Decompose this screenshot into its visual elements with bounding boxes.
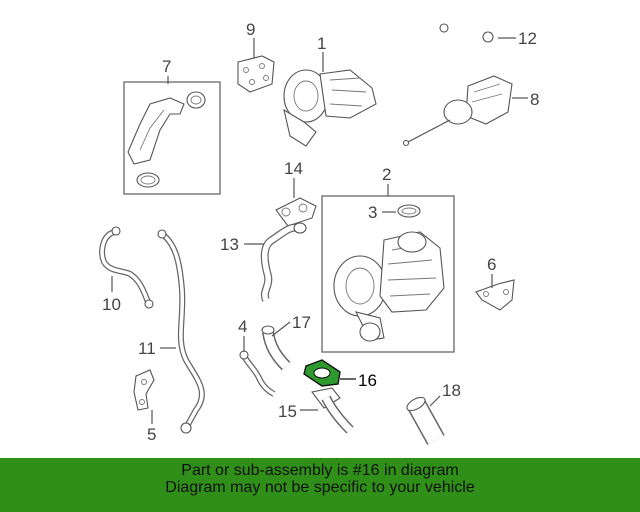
part-12-hose[interactable] [430, 23, 494, 58]
callout-18: 18 [442, 381, 461, 400]
part-15-pipe[interactable] [311, 387, 354, 434]
part-8-actuator[interactable] [402, 75, 513, 147]
callout-13: 13 [220, 235, 239, 254]
info-banner: Part or sub-assembly is #16 in diagram D… [0, 458, 640, 512]
callout-17: 17 [292, 313, 311, 332]
part-5-bracket[interactable] [133, 369, 155, 411]
callout-15: 15 [278, 402, 297, 421]
part-4-pipe[interactable] [239, 350, 276, 397]
callout-3: 3 [368, 203, 377, 222]
callout-12: 12 [518, 29, 537, 48]
callout-5: 5 [147, 425, 156, 444]
callout-16: 16 [358, 371, 377, 390]
callout-4: 4 [238, 317, 247, 336]
part-14-gasket[interactable] [275, 197, 317, 227]
leader-17 [271, 321, 291, 337]
part-2-turbocharger[interactable] [333, 231, 445, 342]
callout-6: 6 [487, 255, 496, 274]
banner-line-2: Diagram may not be specific to your vehi… [165, 479, 475, 496]
part-11-pipe[interactable] [157, 229, 205, 434]
callout-7: 7 [162, 57, 171, 76]
parts-diagram: 9 1 12 7 8 [99, 20, 539, 445]
callout-1: 1 [317, 34, 326, 53]
callout-11: 11 [138, 339, 156, 358]
part-9-bracket[interactable] [237, 55, 275, 93]
part-1-turbocharger[interactable] [283, 69, 377, 147]
banner-line-1: Part or sub-assembly is #16 in diagram [181, 462, 459, 479]
part-18-hose[interactable] [405, 395, 445, 445]
part-13-pipe[interactable] [260, 222, 307, 302]
part-17-hose[interactable] [261, 325, 291, 371]
callout-8: 8 [530, 90, 539, 109]
part-16-gasket-highlighted[interactable] [303, 359, 341, 387]
callout-2: 2 [382, 165, 391, 184]
part-3-oring[interactable] [397, 204, 421, 218]
part-10-pipe[interactable] [99, 226, 154, 309]
callout-10: 10 [102, 295, 121, 314]
callout-9: 9 [246, 20, 255, 39]
part-7-box [123, 81, 221, 195]
callout-14: 14 [284, 159, 303, 178]
part-6-bracket[interactable] [475, 279, 515, 311]
part-7-pipe[interactable] [127, 91, 206, 188]
leader-18 [429, 395, 441, 407]
